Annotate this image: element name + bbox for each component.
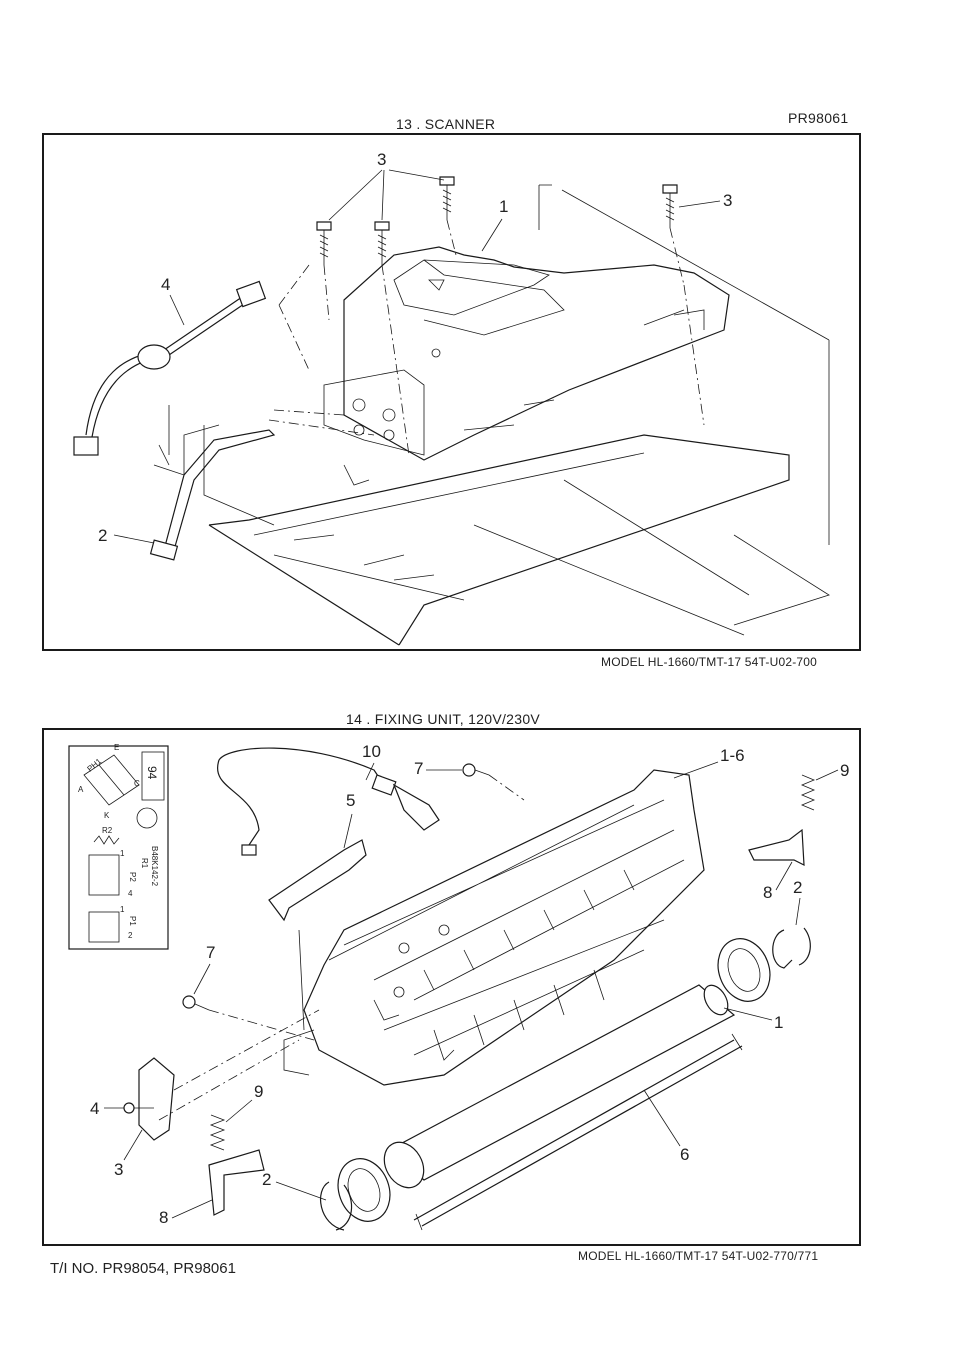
label-94: 94 xyxy=(145,766,159,780)
label-ph1: PH1 xyxy=(86,756,104,773)
section-14-model: MODEL HL-1660/TMT-17 54T-U02-770/771 xyxy=(578,1249,819,1263)
label-1b: 1 xyxy=(120,905,125,914)
bushings xyxy=(320,927,811,1231)
scanner-exploded-view: 3 3 1 4 2 xyxy=(73,150,830,646)
scanner-callouts: 3 3 1 4 2 xyxy=(98,150,732,545)
label-c: C xyxy=(134,779,140,788)
fixing-unit-housing xyxy=(283,769,705,1086)
fixing-unit-diagram-frame: PH1 E C A K R2 R1 B48K142-2 P2 P1 94 1 4… xyxy=(42,728,861,1246)
callout-3: 3 xyxy=(114,1160,123,1179)
sensor-board xyxy=(123,1057,175,1141)
label-r1: R1 xyxy=(140,858,149,869)
scanner-unit xyxy=(323,246,730,461)
fixing-unit-exploded-view: PH1 E C A K R2 R1 B48K142-2 P2 P1 94 1 4… xyxy=(68,742,849,1231)
section-13-title: 13 . SCANNER xyxy=(396,116,496,132)
label-a: A xyxy=(78,785,84,794)
callout-10: 10 xyxy=(362,742,381,761)
wire-harness xyxy=(216,747,440,856)
springs xyxy=(209,774,816,1151)
label-p2: P2 xyxy=(128,872,137,882)
callout-7-left: 7 xyxy=(206,943,215,962)
scanner-chassis xyxy=(153,184,830,646)
section-13-model: MODEL HL-1660/TMT-17 54T-U02-700 xyxy=(601,655,818,669)
callout-9-right: 9 xyxy=(840,761,849,780)
label-e: E xyxy=(114,743,119,752)
heat-roller xyxy=(383,984,736,1189)
callout-1: 1 xyxy=(774,1013,783,1032)
label-r2: R2 xyxy=(102,826,113,835)
callout-3-top: 3 xyxy=(377,150,386,169)
callout-7-top: 7 xyxy=(414,759,423,778)
callout-8-right: 8 xyxy=(763,883,772,902)
pressure-roller-shaft xyxy=(413,1033,743,1231)
cover-part xyxy=(268,839,367,922)
callout-4: 4 xyxy=(161,275,170,294)
fixing-callouts: 10 7 1-6 9 5 8 2 7 1 9 4 3 6 2 xyxy=(90,742,849,1227)
label-p1: P1 xyxy=(128,916,137,926)
section-14-title: 14 . FIXING UNIT, 120V/230V xyxy=(346,711,541,727)
callout-9-left: 9 xyxy=(254,1082,263,1101)
screws xyxy=(316,176,705,456)
flat-cable xyxy=(149,409,375,561)
label-k: K xyxy=(104,811,110,820)
fixing-screws xyxy=(158,763,525,1121)
cable-harness xyxy=(73,264,310,456)
label-4: 4 xyxy=(128,889,133,898)
scanner-diagram-frame: 3 3 1 4 2 xyxy=(42,133,861,651)
callout-8-left: 8 xyxy=(159,1208,168,1227)
callout-5: 5 xyxy=(346,791,355,810)
callout-2-right: 2 xyxy=(793,878,802,897)
levers xyxy=(208,828,805,1216)
ti-number: T/I NO. PR98054, PR98061 xyxy=(50,1260,236,1277)
label-2: 2 xyxy=(128,931,133,940)
label-1a: 1 xyxy=(120,849,125,858)
label-board: B48K142-2 xyxy=(150,846,159,887)
callout-3-right: 3 xyxy=(723,191,732,210)
thermistor-board-inset: PH1 E C A K R2 R1 B48K142-2 P2 P1 94 1 4… xyxy=(68,743,169,950)
callout-4: 4 xyxy=(90,1099,99,1118)
callout-2: 2 xyxy=(98,526,107,545)
doc-code: PR98061 xyxy=(788,110,849,126)
callout-6: 6 xyxy=(680,1145,689,1164)
callout-1: 1 xyxy=(499,197,508,216)
callout-2-left: 2 xyxy=(262,1170,271,1189)
callout-1-6: 1-6 xyxy=(720,746,745,765)
